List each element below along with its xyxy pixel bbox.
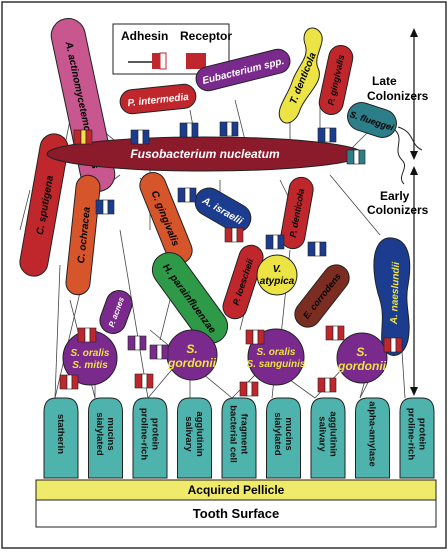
- legend-receptor-swatch: [186, 53, 206, 69]
- adhesin-receptor-pair: [307, 241, 327, 257]
- pellicle-receptor-label: proline-rich: [406, 408, 417, 460]
- adhesin-receptor-pair: [95, 199, 115, 215]
- adhesin-receptor-pair: [383, 337, 403, 353]
- adhesin-receptor-pair: [317, 377, 337, 393]
- bacterium-p-acnes: P. acnes: [99, 290, 133, 334]
- adhesin-receptor-pair: [265, 234, 285, 250]
- legend: Adhesin Receptor: [112, 23, 232, 75]
- pellicle-receptor-label: statherin: [55, 414, 66, 454]
- bacterium-v-atypica: V. atypica: [256, 254, 298, 296]
- adhesin-receptor-pair: [73, 129, 93, 145]
- bacterium-label-line-1: S. oralis: [257, 347, 296, 358]
- pellicle-receptor-label: sialylated: [94, 412, 105, 455]
- adhesin-receptor-pair: [219, 121, 239, 137]
- bacterium-p-gingivalis: P. gingivalis: [318, 45, 354, 115]
- early-colonizers-label-1: Early: [380, 189, 410, 203]
- stage-indicator: Late Colonizers Early Colonizers: [367, 28, 429, 396]
- tooth-surface-layer: [35, 499, 437, 528]
- adhesin-receptor-pair: [346, 149, 366, 165]
- adhesin-receptor-pair: [77, 327, 97, 343]
- pellicle-receptor-label: mucins: [283, 417, 294, 450]
- legend-receptor-label: Receptor: [180, 29, 232, 43]
- adhesin-receptor-pair: [245, 329, 265, 345]
- adhesin-receptor-pair: [179, 122, 199, 138]
- pellicle-receptor-label: bacterial cell: [228, 405, 239, 463]
- bacterium-label-line-1: V.: [273, 264, 282, 275]
- bacterium-a-israelii: A. israelii: [194, 187, 252, 233]
- pellicle-receptor-label: fragment: [239, 414, 250, 455]
- bacterium-label-line-2: gordonii: [337, 359, 387, 373]
- adhesin-receptor-pair: [59, 374, 79, 390]
- pellicle-receptor-label: proline-rich: [139, 408, 150, 460]
- adhesin-receptor-pair: [177, 187, 197, 203]
- pellicle-receptor-label: agglutinin: [328, 411, 339, 457]
- acquired-pellicle-label: Acquired Pellicle: [188, 483, 285, 497]
- tooth-surface-label: Tooth Surface: [193, 506, 279, 521]
- adhesin-receptor-pair: [325, 325, 345, 341]
- bacterium-t-denticola: T. denticola: [278, 27, 323, 124]
- adhesin-receptor-pair: [130, 129, 150, 145]
- adhesin-receptor-pair: [317, 127, 337, 143]
- bacterium-e-corrodens: E. corrodens: [294, 264, 350, 328]
- bacterium-label-line-1: S.: [186, 342, 197, 356]
- pellicle-receptor-label: salivary: [317, 416, 328, 452]
- bacterium-c-sputigena: C. sputigena: [19, 133, 69, 277]
- legend-adhesin-label: Adhesin: [121, 29, 168, 43]
- pellicle-receptor-label: salivary: [183, 416, 194, 452]
- adhesin-receptor-pairs: [59, 121, 403, 397]
- adhesin-receptor-pair: [224, 227, 244, 243]
- bacterium-label-line-2: atypica: [260, 276, 295, 287]
- pellicle-receptor-label: alpha-amylase: [367, 401, 378, 466]
- adhesin-receptor-pair: [149, 344, 169, 360]
- bacterium-fusobacterium-nucleatum: Fusobacterium nucleatum: [46, 136, 364, 172]
- pellicle-receptor-label: sialylated: [272, 412, 283, 455]
- pellicle-receptor: alpha-amylase: [355, 397, 390, 479]
- pellicle-receptor-label: protein: [417, 418, 428, 450]
- legend-adhesin-swatch: [152, 53, 160, 69]
- adhesin-receptor-pair: [127, 335, 147, 351]
- bacterium-label: Fusobacterium nucleatum: [130, 147, 280, 161]
- late-colonizers-label-2: Colonizers: [367, 89, 429, 103]
- bacterium-label-line-2: S. mitis: [72, 360, 108, 371]
- late-colonizers-label-1: Late: [372, 74, 397, 88]
- pellicle-receptor-label: agglutinin: [194, 411, 205, 457]
- bacterium-label-line-1: S. oralis: [71, 348, 110, 359]
- bacterium-label-line-1: S.: [356, 345, 367, 359]
- pellicle-receptor-label: mucins: [105, 417, 116, 450]
- pellicle-receptor-label: protein: [150, 418, 161, 450]
- bacterium-p-denticola: P. denticola: [280, 176, 314, 250]
- bacterium-c-ochracea: C. ochracea: [65, 174, 101, 296]
- bacterium-p-intermedia: P. intermedia: [119, 83, 197, 115]
- pellicle-receptor: statherin: [43, 397, 79, 479]
- bacterium-s-gordonii-2: S. gordonii: [336, 332, 388, 384]
- early-colonizers-label-2: Colonizers: [367, 203, 429, 217]
- bacterium-s-flueggei: S. flueggei: [347, 102, 423, 185]
- adhesin-receptor-pair: [134, 373, 154, 389]
- bacterium-label-line-2: gordonii: [167, 356, 217, 370]
- adhesin-receptor-pair: [239, 381, 259, 397]
- bacterium-s-gordonii-1: S. gordonii: [166, 329, 218, 381]
- bacterium-label: A. naeslundii: [389, 262, 402, 326]
- bacterium-label-line-2: S. sanguinis: [247, 359, 306, 370]
